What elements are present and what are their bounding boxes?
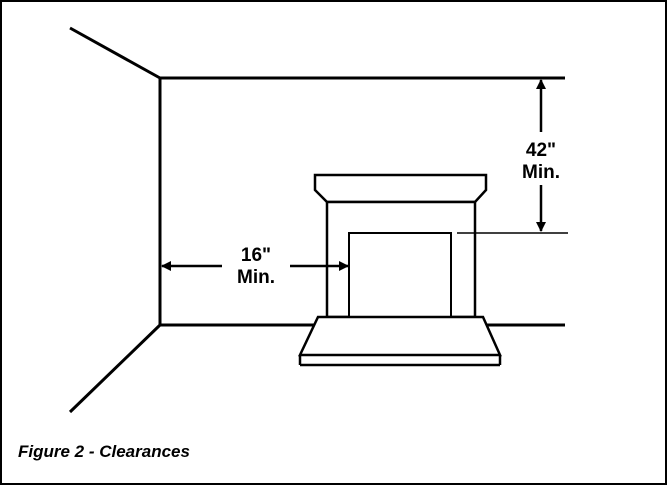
floor-diagonal [68, 323, 162, 414]
side-clearance-unit: Min. [237, 267, 275, 288]
top-clearance-dimension: 42" Min. [522, 79, 560, 232]
fireplace [298, 173, 502, 367]
figure-caption: Figure 2 - Clearances [18, 442, 190, 461]
fireplace-opening [348, 232, 452, 318]
top-clearance-unit: Min. [522, 162, 560, 183]
fireplace-hearth [298, 315, 502, 357]
side-clearance-dimension: 16" Min. [161, 245, 349, 288]
ceiling-diagonal [69, 26, 161, 80]
fireplace-mantel [313, 173, 488, 204]
top-clearance-value: 42" [526, 140, 556, 161]
side-clearance-value: 16" [241, 245, 271, 266]
room-walls [68, 26, 565, 414]
